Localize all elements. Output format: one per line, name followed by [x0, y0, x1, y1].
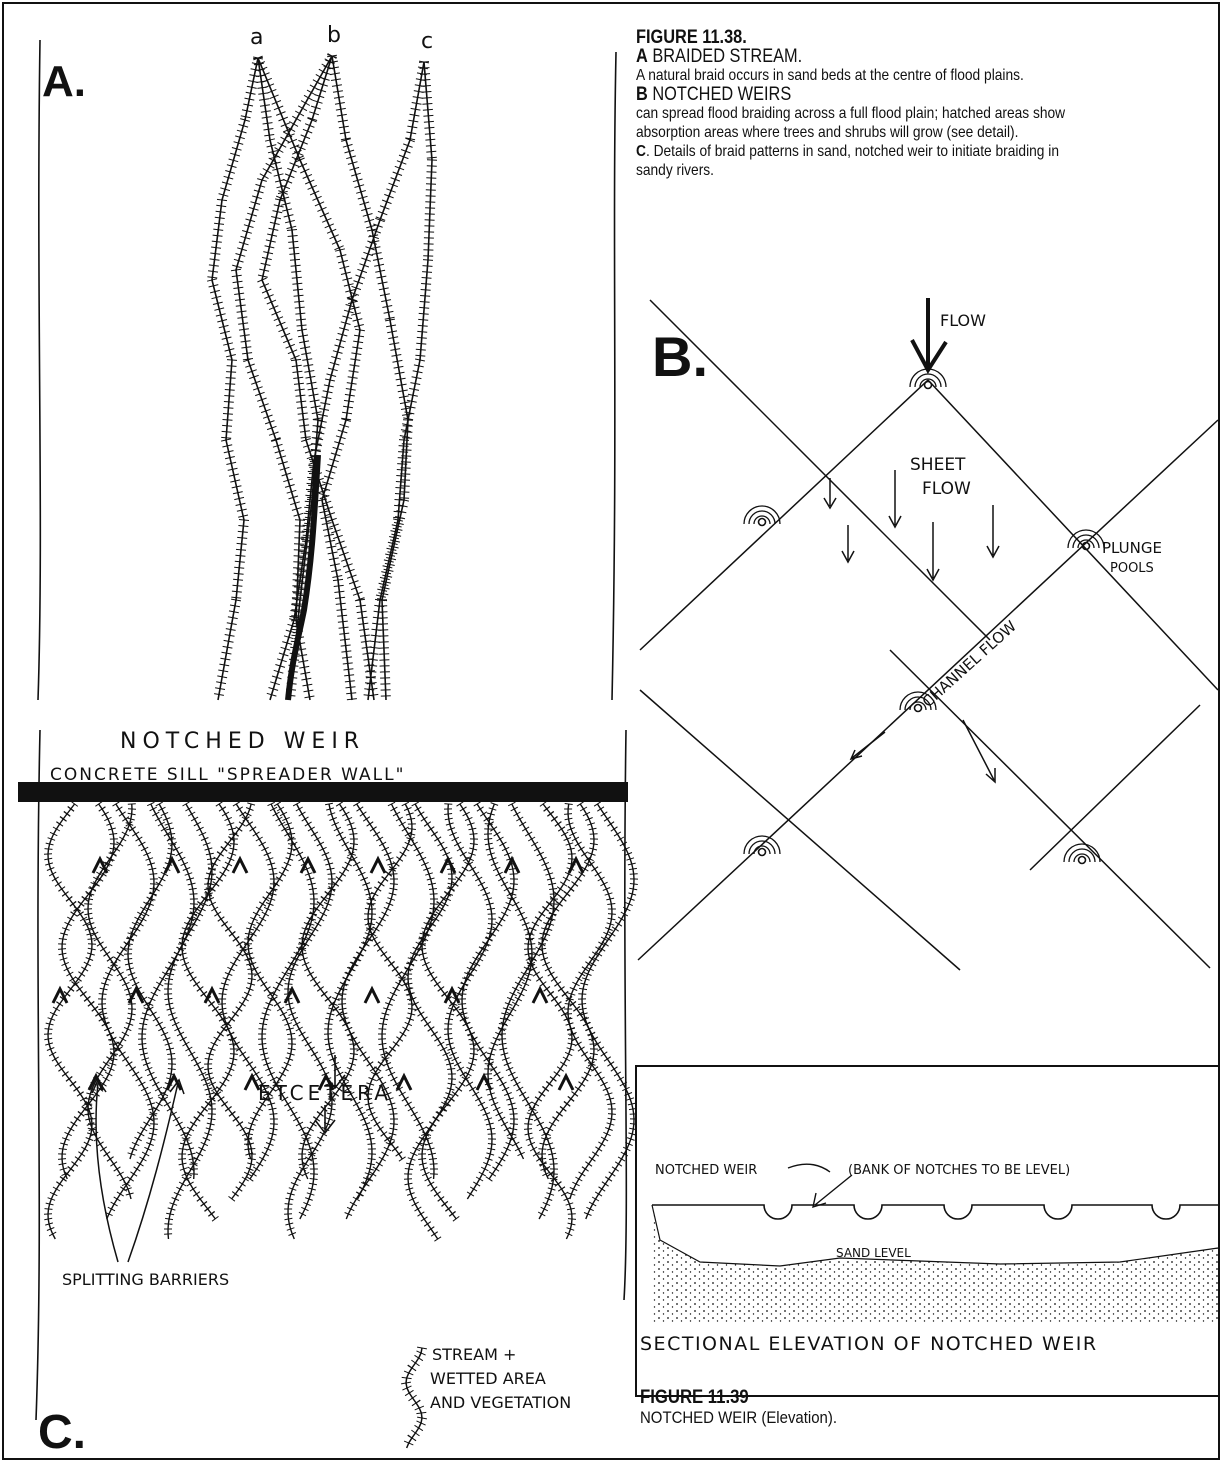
plunge-pools-label-2: POOLS [1110, 561, 1154, 576]
notched-weir-label: NOTCHED WEIR [655, 1163, 757, 1178]
stream-channel [422, 804, 474, 1219]
barrier-caret [441, 859, 455, 873]
splitting-barriers-label: SPLITTING BARRIERS [62, 1270, 229, 1289]
panel-a-left-line [38, 40, 40, 700]
figure-1138-caption: FIGURE 11.38. A BRAIDED STREAM. A natura… [636, 28, 1139, 180]
stream-hatching [401, 1347, 427, 1445]
sand-level-label: SAND LEVEL [836, 1246, 911, 1260]
barrier-caret [233, 859, 247, 873]
caption-c-text-1-body: . Details of braid patterns in sand, not… [646, 143, 1059, 160]
legend-line-2: WETTED AREA [430, 1369, 546, 1388]
sheet-flow-arrows [824, 470, 999, 782]
stream-channel [182, 804, 234, 1219]
stream-channel [258, 58, 318, 700]
splitting-barrier-markers [53, 859, 583, 1090]
concrete-sill-bar [18, 782, 628, 802]
stream-channel [62, 804, 114, 1179]
stream-hatching [231, 54, 336, 698]
stream-channel [48, 804, 92, 1239]
caption-c-text-2: sandy rivers. [636, 161, 1139, 180]
barrier-caret [477, 1076, 491, 1090]
pool-ring [1074, 854, 1090, 862]
flow-arrow [912, 298, 946, 370]
stream-hatching [444, 804, 496, 1196]
pool-ring [1079, 857, 1086, 864]
plunge-pools [744, 369, 1104, 864]
panel-a-label: A. [42, 57, 86, 106]
barrier-caret [365, 989, 379, 1003]
pool-ring [759, 519, 766, 526]
stream-channel [168, 804, 212, 1239]
pool-ring [754, 516, 770, 524]
diamond-weir-lines [638, 300, 1218, 970]
weir-title: NOTCHED WEIR [120, 729, 365, 754]
pool-ring [915, 705, 922, 712]
barrier-caret [445, 989, 459, 1003]
pool-ring [759, 849, 766, 856]
barrier-caret [559, 1076, 573, 1090]
barrier-caret [93, 859, 107, 873]
stream-channel [262, 804, 314, 1219]
barrier-caret [285, 989, 299, 1003]
stream-hatching [498, 802, 558, 1216]
stream-label-a: a [250, 25, 263, 50]
stream-channel [88, 804, 132, 1199]
stream-hatching [253, 57, 323, 696]
channel-flow-label: CHANNEL FLOW [919, 617, 1020, 711]
barrier-caret [371, 859, 385, 873]
figure-1139-title: FIGURE 11.39 [640, 1388, 837, 1408]
stream-hatching [338, 802, 398, 1216]
barrier-caret [245, 1076, 259, 1090]
bank-note-label: (BANK OF NOTCHES TO BE LEVEL) [848, 1163, 1070, 1178]
barrier-caret [165, 859, 179, 873]
caption-c-letter: C [636, 143, 646, 160]
legend-hatch-sample [401, 1347, 427, 1448]
pool-ring [1069, 849, 1095, 862]
section-title: SECTIONAL ELEVATION OF NOTCHED WEIR [640, 1333, 1098, 1355]
braid-pattern-channels [44, 802, 638, 1242]
caption-b-text-2: absorption areas where trees and shrubs … [636, 123, 1139, 142]
pool-ring [925, 382, 932, 389]
plunge-pools-label-1: PLUNGE [1102, 539, 1162, 557]
figure-1139-subtitle: NOTCHED WEIR (Elevation). [640, 1408, 837, 1428]
splitting-pointer-1 [96, 1083, 118, 1262]
caption-b-text-1: can spread flood braiding across a full … [636, 104, 1139, 123]
panel-c-label: C. [38, 1406, 86, 1459]
barrier-caret [397, 1076, 411, 1090]
caption-c-text-1: C. Details of braid patterns in sand, no… [636, 142, 1139, 161]
barrier-caret [205, 989, 219, 1003]
barrier-caret [53, 989, 67, 1003]
flow-label: FLOW [940, 311, 986, 330]
caption-b-letter: B [636, 84, 648, 105]
caption-b-heading-text: NOTCHED WEIRS [652, 84, 791, 105]
caption-a-letter: A [636, 46, 648, 67]
caption-a-text: A natural braid occurs in sand beds at t… [636, 66, 1139, 85]
legend-line-3: AND VEGETATION [430, 1393, 571, 1412]
sheet-flow-label-1: SHEET [910, 455, 966, 475]
panel-a-right-line [612, 52, 616, 700]
stream-label-b: b [327, 23, 341, 48]
pool-ring [1073, 535, 1099, 548]
panel-c-left-line [36, 730, 40, 1420]
legend-line-1: STREAM + [432, 1345, 516, 1364]
stream-channel [368, 62, 432, 700]
figure-1138-title: FIGURE 11.38. [636, 28, 1139, 47]
pool-ring [749, 511, 775, 524]
caption-a-heading: A BRAIDED STREAM. [636, 47, 1139, 66]
braided-stream-channels [207, 54, 437, 701]
figure-1139-caption: FIGURE 11.39 NOTCHED WEIR (Elevation). [640, 1388, 837, 1428]
panel-c-right-line [624, 730, 626, 1300]
barrier-caret [129, 989, 143, 1003]
caption-a-heading-text: BRAIDED STREAM. [652, 46, 802, 67]
etcetera-label: ETCETERA [258, 1081, 392, 1105]
caption-b-heading: B NOTCHED WEIRS [636, 85, 1139, 104]
stream-channel [406, 1348, 422, 1448]
panel-b-label: B. [652, 325, 708, 388]
sheet-flow-label-2: FLOW [922, 479, 971, 499]
stream-label-c: c [421, 29, 433, 54]
